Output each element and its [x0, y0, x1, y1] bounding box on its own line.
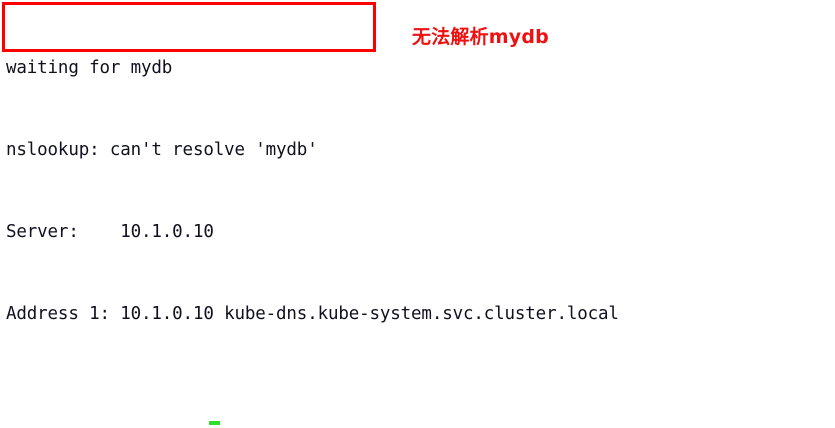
terminal-line: Address 1: 10.1.0.10 kube-dns.kube-syste…	[6, 304, 619, 325]
terminal-line: waiting for mydb	[6, 57, 173, 78]
terminal-line-blank	[6, 384, 826, 411]
terminal-cursor	[209, 421, 220, 425]
terminal-output[interactable]: waiting for mydb nslookup: can't resolve…	[6, 0, 826, 428]
terminal-line: nslookup: can't resolve 'mydb'	[6, 140, 318, 161]
annotation-note-text: 无法解析mydb	[412, 26, 549, 48]
terminal-line: Server: 10.1.0.10	[6, 222, 214, 243]
